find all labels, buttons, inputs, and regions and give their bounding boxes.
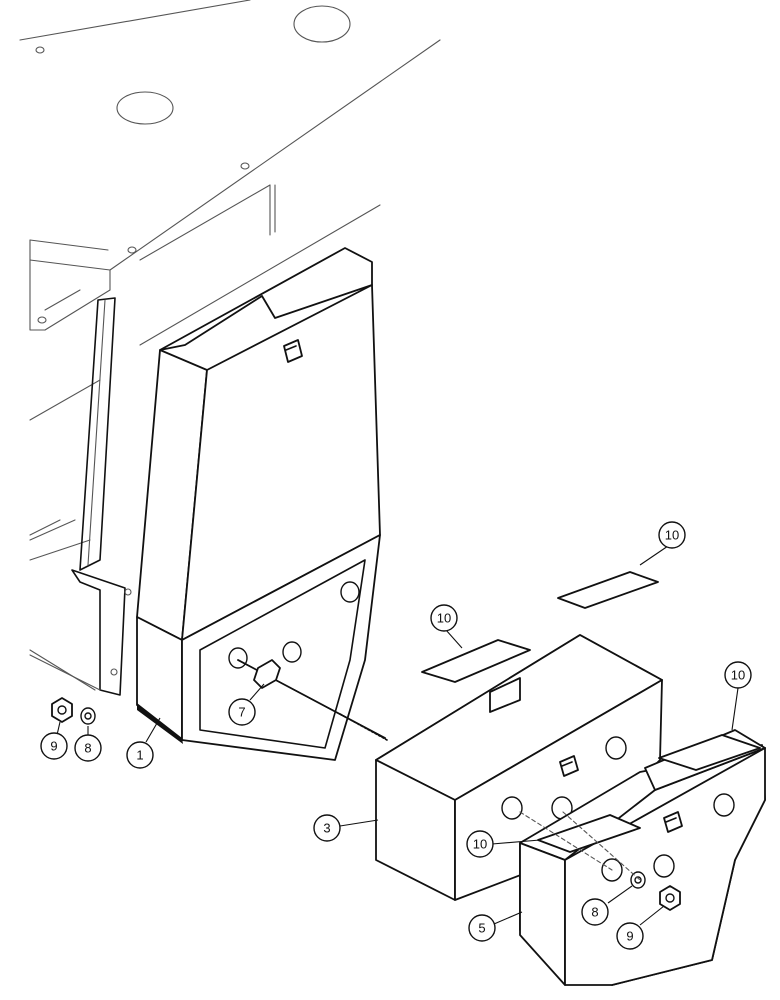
svg-text:10: 10 [665,528,679,543]
svg-text:10: 10 [437,611,451,626]
svg-text:7: 7 [238,705,245,720]
counterweight-part-3 [375,634,663,901]
svg-text:3: 3 [323,821,330,836]
svg-text:1: 1 [136,748,143,763]
callout-1: 1 [126,741,154,769]
callout-9-right: 9 [616,922,644,950]
svg-text:10: 10 [473,837,487,852]
threaded-rod-part-7 [237,659,388,741]
washer-part-8-left [80,707,96,725]
svg-text:10: 10 [731,668,745,683]
callout-10-lower: 10 [466,830,494,858]
washer-part-8-right [630,871,646,889]
callout-10-top: 10 [658,521,686,549]
leader-lines [56,545,739,926]
svg-text:9: 9 [626,929,633,944]
callout-5: 5 [468,914,496,942]
callout-7: 7 [228,698,256,726]
pads-part-10 [421,571,761,853]
callout-10-right: 10 [724,661,752,689]
callout-10-mid: 10 [430,604,458,632]
svg-text:8: 8 [591,905,598,920]
svg-text:5: 5 [478,921,485,936]
callout-3: 3 [313,814,341,842]
callout-8-right: 8 [581,898,609,926]
svg-text:8: 8 [84,741,91,756]
nut-part-9-right [659,885,681,911]
nut-part-9-left [51,697,73,723]
callout-9-left: 9 [40,732,68,760]
machine-frame [19,0,441,696]
callout-8-left: 8 [74,734,102,762]
svg-text:9: 9 [50,739,57,754]
